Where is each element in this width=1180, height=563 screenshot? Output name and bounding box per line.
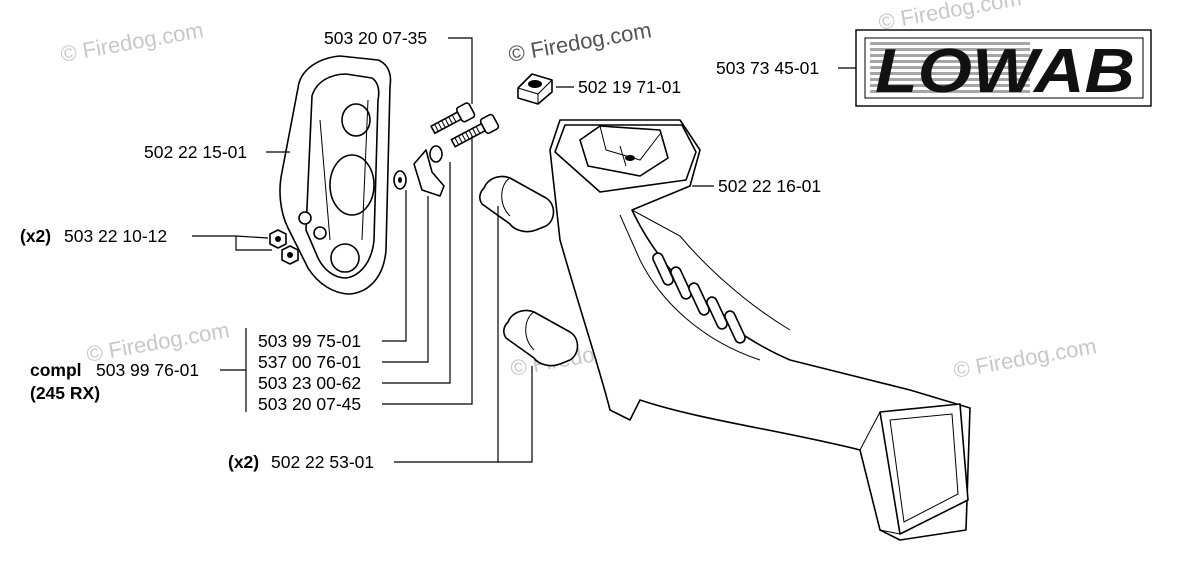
grip-slots bbox=[652, 252, 746, 344]
label-nut-small: 502 19 71-01 bbox=[578, 77, 681, 97]
nuts bbox=[269, 211, 327, 265]
label-screw-top: 503 20 07-35 bbox=[324, 28, 427, 48]
label-nuts-qty: (x2) bbox=[20, 226, 51, 246]
label-dampers-qty: (x2) bbox=[228, 452, 259, 472]
watermark-main: © Firedog.com bbox=[507, 17, 654, 67]
label-dampers: 502 22 53-01 bbox=[271, 452, 374, 472]
label-nuts: 503 22 10-12 bbox=[64, 226, 167, 246]
label-cover: 502 22 15-01 bbox=[144, 142, 247, 162]
logo-decal: LOWAB bbox=[855, 29, 1152, 107]
watermark: © Firedog.com bbox=[59, 17, 206, 67]
label-compl-number: 503 99 76-01 bbox=[96, 360, 199, 380]
label-compl-prefix: compl bbox=[30, 360, 82, 380]
label-compl-model: (245 RX) bbox=[30, 383, 100, 403]
logo-text: LOWAB bbox=[875, 37, 1135, 106]
leader-lines bbox=[192, 37, 856, 463]
label-kit-bracket: 537 00 76-01 bbox=[258, 352, 361, 372]
part-labels: 503 20 07-35 502 19 71-01 503 73 45-01 5… bbox=[20, 28, 821, 472]
screws bbox=[430, 102, 500, 148]
label-kit-screw: 503 20 07-45 bbox=[258, 394, 361, 414]
label-handle: 502 22 16-01 bbox=[718, 176, 821, 196]
label-kit-washer2: 503 23 00-62 bbox=[258, 373, 361, 393]
dampers bbox=[479, 175, 579, 367]
cover-part bbox=[279, 55, 392, 295]
label-logo-part: 503 73 45-01 bbox=[716, 58, 819, 78]
watermark: © Firedog.com bbox=[952, 333, 1099, 383]
label-kit-washer: 503 99 75-01 bbox=[258, 331, 361, 351]
handle-part bbox=[549, 119, 971, 541]
washers-bracket bbox=[393, 145, 445, 197]
square-nut bbox=[517, 73, 553, 105]
